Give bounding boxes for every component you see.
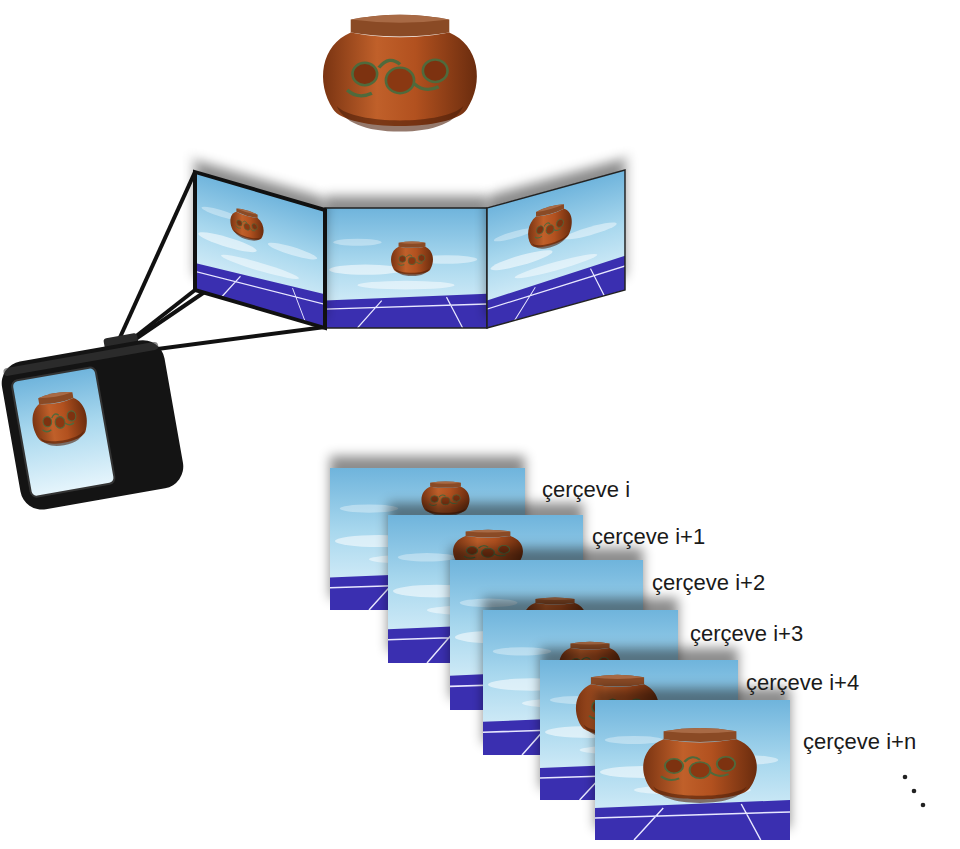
- view-lines: [112, 172, 325, 355]
- video-frame: [595, 700, 790, 840]
- pot-object: [323, 15, 477, 132]
- frame-label: çerçeve i+1: [592, 524, 705, 550]
- view-panel: [487, 170, 625, 328]
- frame-label: çerçeve i+2: [652, 570, 765, 596]
- frame-label: çerçeve i+3: [690, 621, 803, 647]
- frame-label: çerçeve i+n: [803, 729, 916, 755]
- frame-stack: [330, 468, 790, 840]
- view-panel: [325, 208, 487, 328]
- view-panel: [195, 172, 325, 328]
- camera: [0, 329, 187, 513]
- frame-label: çerçeve i: [542, 477, 630, 503]
- frame-label: çerçeve i+4: [746, 670, 859, 696]
- continuation-dots: [903, 775, 926, 808]
